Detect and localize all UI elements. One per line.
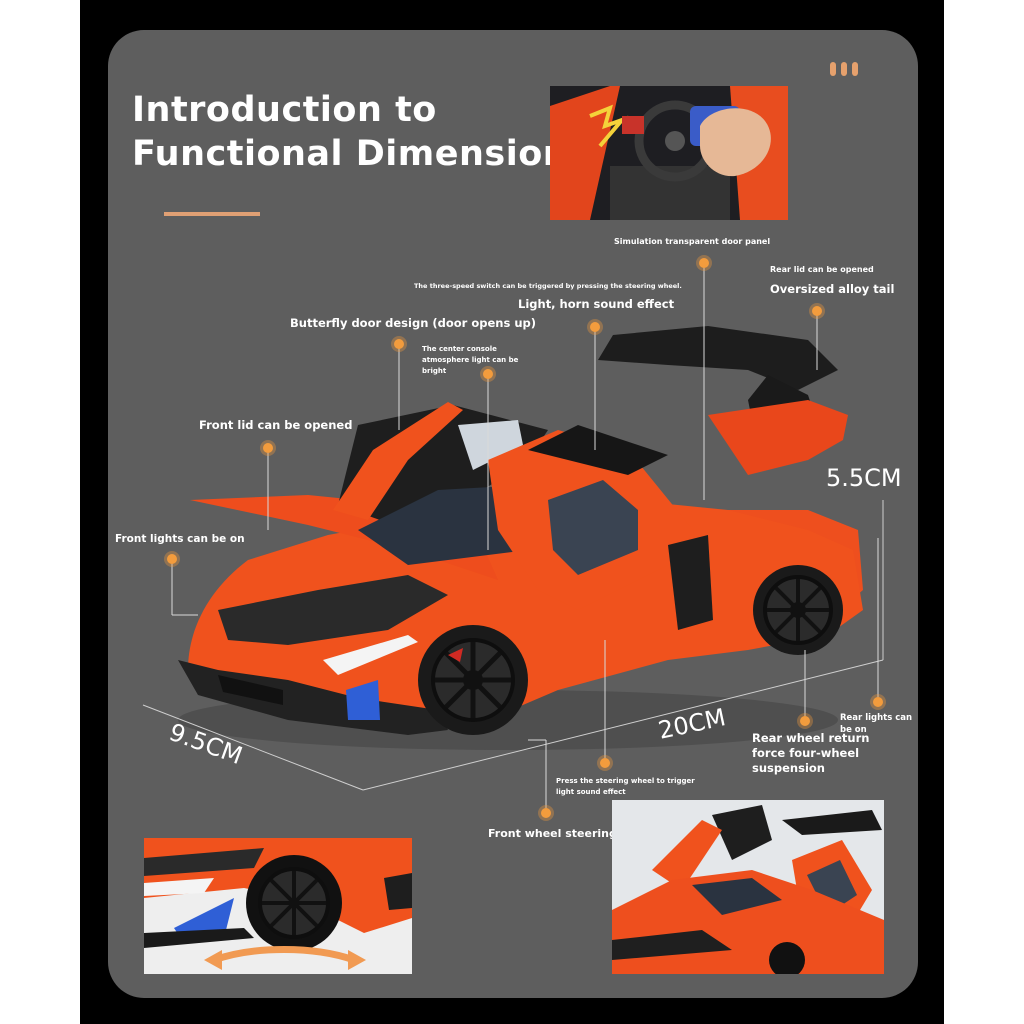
label-front-lights: Front lights can be on	[115, 533, 245, 545]
marker-dot	[699, 258, 709, 268]
title-underline	[164, 212, 260, 216]
title-line-1: Introduction to	[132, 90, 437, 130]
label-front-lid: Front lid can be opened	[199, 418, 353, 432]
marker-dot	[873, 697, 883, 707]
label-butterfly-door: Butterfly door design (door opens up)	[290, 316, 536, 330]
label-press-wheel: Press the steering wheel to trigger ligh…	[556, 776, 695, 798]
label-rear-lights: Rear lights can be on	[840, 712, 912, 736]
marker-dot	[483, 369, 493, 379]
feature-panel: Introduction to Functional Dimensions	[108, 30, 918, 998]
marker-dot	[600, 758, 610, 768]
label-rear-lid: Rear lid can be opened	[770, 265, 874, 274]
rear-wheel-line-1: Rear wheel return	[752, 731, 870, 745]
rear-lights-line-1: Rear lights can	[840, 713, 913, 723]
marker-dot	[541, 808, 551, 818]
console-light-line-3: bright	[422, 367, 447, 375]
marker-dot	[800, 716, 810, 726]
marker-dot	[394, 339, 404, 349]
press-wheel-line-2: light sound effect	[556, 788, 626, 796]
rear-lights-line-2: be on	[840, 725, 867, 735]
rear-wheel-line-2: force four-wheel	[752, 746, 860, 760]
marker-dot	[590, 322, 600, 332]
label-front-steering: Front wheel steering	[488, 827, 617, 840]
marker-dot	[167, 554, 177, 564]
rear-wheel-line-3: suspension	[752, 761, 825, 775]
front-wheel-photo	[144, 838, 412, 974]
label-rear-wheel: Rear wheel return force four-wheel suspe…	[752, 731, 869, 776]
marker-dot	[812, 306, 822, 316]
doors-open-photo	[612, 800, 884, 974]
label-oversized-tail: Oversized alloy tail	[770, 282, 895, 296]
console-light-line-2: atmosphere light can be	[422, 356, 519, 364]
label-light-horn: Light, horn sound effect	[518, 297, 675, 311]
title-line-2: Functional Dimensions	[132, 134, 590, 174]
page-title: Introduction to Functional Dimensions	[132, 88, 590, 176]
menu-dots-icon	[830, 62, 858, 76]
dimension-height: 5.5CM	[826, 464, 902, 492]
label-simulation-door: Simulation transparent door panel	[614, 237, 771, 246]
steering-wheel-photo	[550, 86, 788, 220]
car-illustration	[142, 262, 884, 810]
press-wheel-line-1: Press the steering wheel to trigger	[556, 777, 695, 785]
label-three-speed: The three-speed switch can be triggered …	[414, 282, 682, 290]
left-border	[0, 0, 80, 1024]
label-console-light: The center console atmosphere light can …	[422, 344, 518, 377]
right-border	[944, 0, 1024, 1024]
marker-dot	[263, 443, 273, 453]
console-light-line-1: The center console	[422, 345, 497, 353]
